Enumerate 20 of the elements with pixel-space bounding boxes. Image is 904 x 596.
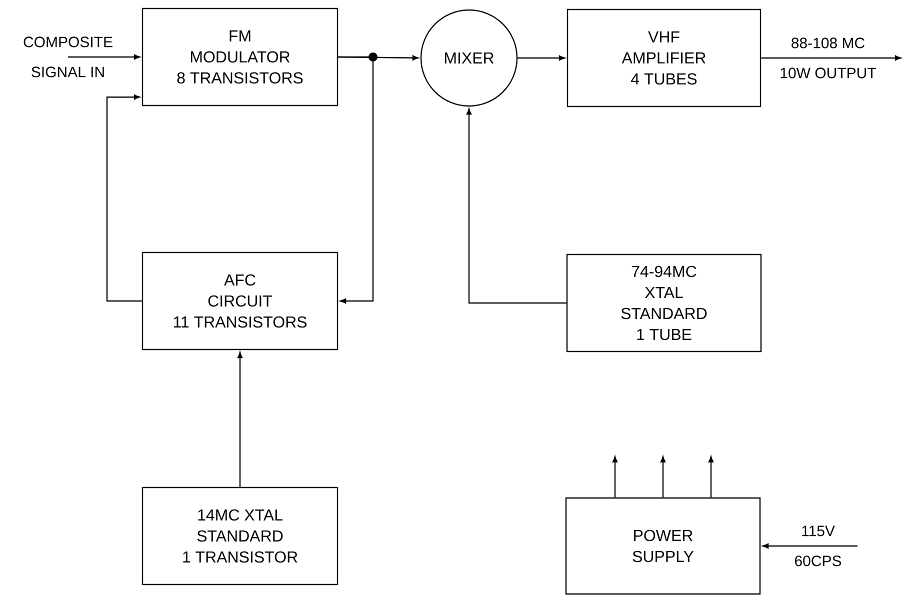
arrow	[612, 456, 618, 498]
process-box: VHF AMPLIFIER 4 TUBES	[566, 8, 762, 108]
arrow	[106, 94, 142, 302]
arrow	[68, 54, 140, 60]
process-box: FM MODULATOR 8 TRANSISTORS	[142, 8, 338, 106]
arrow	[237, 352, 243, 487]
edge-label: 88-108 MC 10W OUTPUT	[780, 38, 876, 78]
arrow	[660, 456, 666, 498]
arrow	[518, 55, 566, 61]
arrow	[761, 55, 902, 61]
process-box: 14MC XTAL STANDARD 1 TRANSISTOR	[142, 486, 338, 586]
arrow	[338, 56, 374, 304]
process-box: POWER SUPPLY	[565, 497, 761, 595]
edge-label: 115V 60CPS	[795, 526, 842, 566]
process-box: AFC CIRCUIT 11 TRANSISTORS	[142, 252, 338, 350]
arrow	[708, 456, 714, 498]
process-box: 74-94MC XTAL STANDARD 1 TUBE	[566, 254, 762, 352]
arrow	[466, 108, 566, 304]
edge-label: COMPOSITE SIGNAL IN	[24, 36, 112, 78]
arrow	[762, 543, 858, 549]
